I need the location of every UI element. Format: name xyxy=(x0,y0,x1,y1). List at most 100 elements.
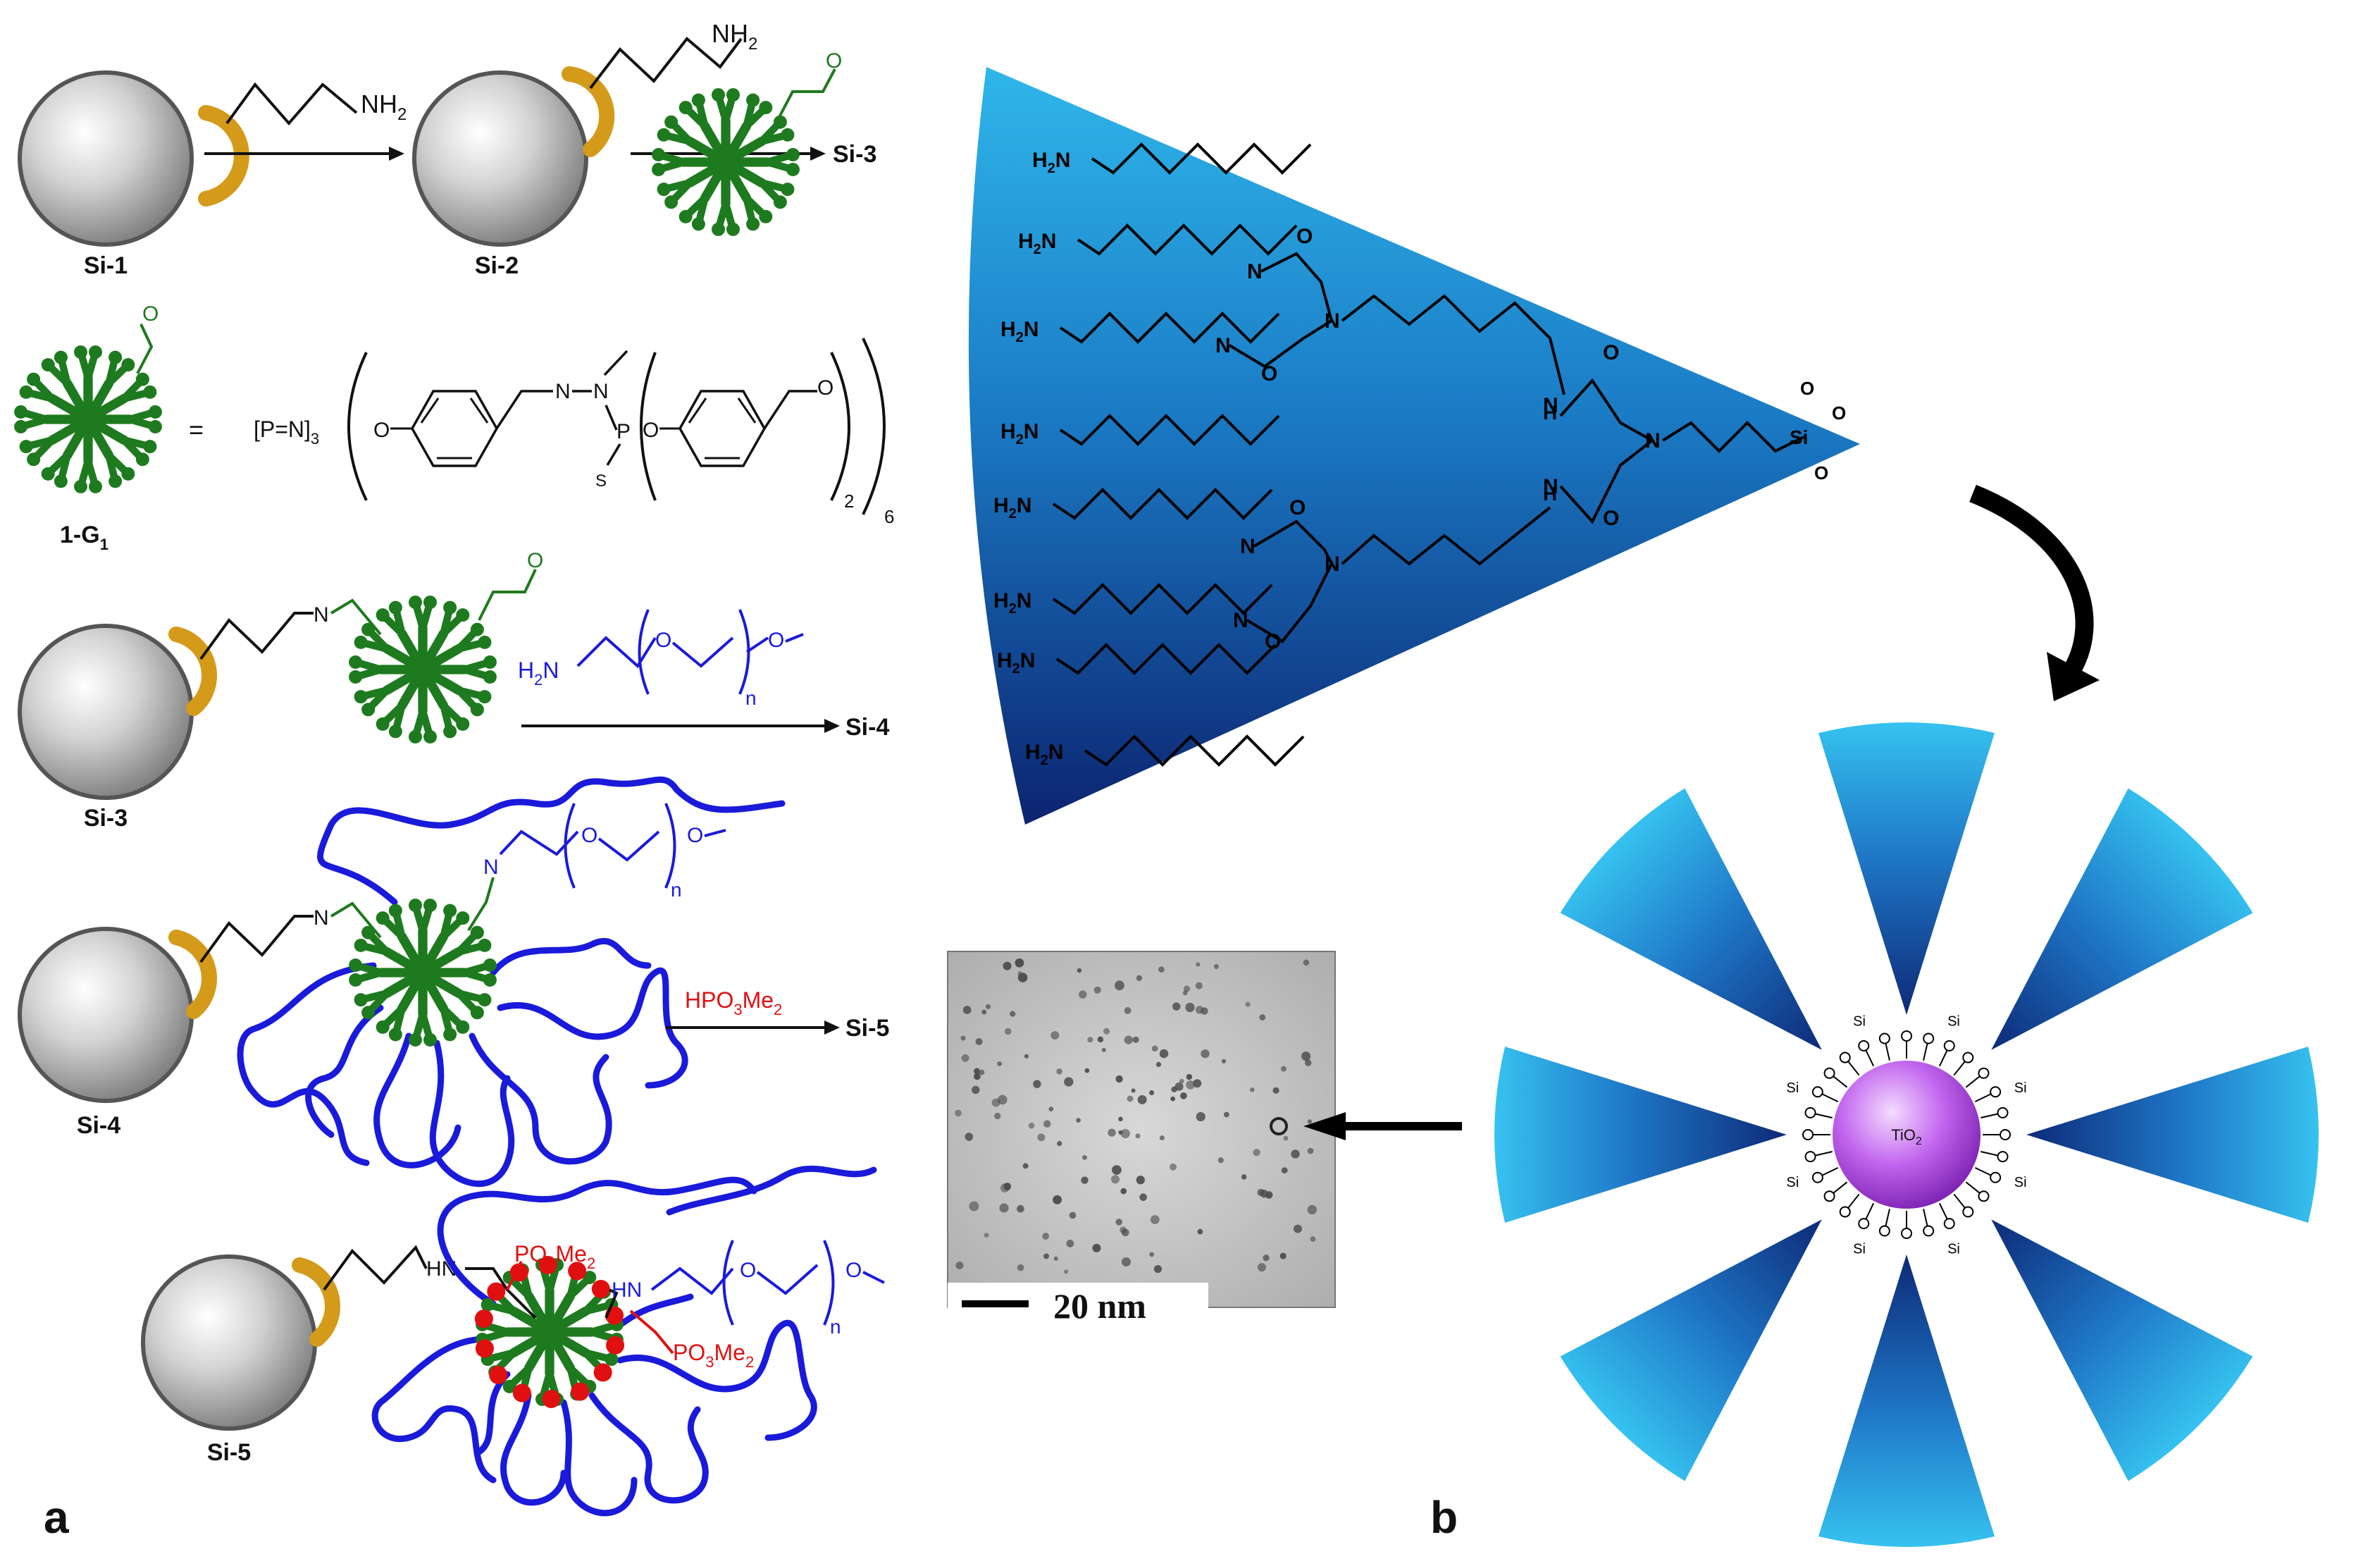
tem-particle xyxy=(1186,1073,1193,1080)
g1-n1: N xyxy=(555,380,571,403)
tem-particle xyxy=(1259,1014,1266,1021)
tem-particle xyxy=(1017,971,1023,976)
tem-particle xyxy=(1217,1157,1224,1164)
tem-particle xyxy=(961,1054,969,1062)
dendrimer-tip xyxy=(148,405,162,419)
dendrimer-tip xyxy=(27,452,41,467)
tem-particle xyxy=(1263,1254,1270,1262)
tem-particle xyxy=(1307,1147,1314,1154)
g1-o3: O xyxy=(817,376,833,400)
o-atom-ring xyxy=(1997,1151,2009,1163)
panel-a: Si-1 NH2 NH2 Si-2 Si-3 O xyxy=(14,19,894,1543)
tem-particle xyxy=(999,1203,1009,1213)
tem-particle xyxy=(1124,1035,1133,1044)
dendrimer-tip xyxy=(583,1271,597,1285)
peg-n: n xyxy=(745,687,757,709)
panel-label-b: b xyxy=(1430,1492,1458,1543)
dendrimer-tip xyxy=(121,467,135,481)
dendrimer-tip xyxy=(73,479,87,493)
tem-particle xyxy=(1010,1011,1016,1017)
dendrimer-tip xyxy=(456,717,470,731)
dendrimer-tip xyxy=(376,1020,390,1034)
dendrimer-icon-2 xyxy=(349,596,497,744)
curved-arrow xyxy=(1969,484,2100,701)
dendron-cone xyxy=(2026,1047,2319,1223)
dendrimer-tip xyxy=(652,147,666,161)
phosphonate-right: HN O n O PO3Me2 xyxy=(605,1240,885,1371)
tem-particle xyxy=(1120,1128,1130,1139)
tem-particle xyxy=(1043,1120,1051,1128)
o-atom-ring xyxy=(1811,1086,1823,1098)
tem-particle xyxy=(1149,1252,1154,1257)
h2n-label: H2N xyxy=(993,494,1031,522)
label-si-4: Si-4 xyxy=(77,1112,120,1139)
si-o-atom: O xyxy=(1800,378,1814,399)
tem-particle xyxy=(1127,1095,1134,1102)
tem-particle xyxy=(1185,1002,1195,1013)
dendrimer-tip xyxy=(361,622,376,636)
tem-particle xyxy=(1017,1264,1024,1271)
dendrimer-tip xyxy=(27,372,41,386)
o-atom-ring xyxy=(1858,1218,1870,1230)
tem-particle xyxy=(1135,1133,1141,1139)
dendrimer-tip xyxy=(408,899,422,913)
o-atom-ring xyxy=(1978,1190,1990,1202)
dendron-structure: H2NH2NH2NH2NH2NH2NH2NH2NNNNNNNNNNOOOOOOH… xyxy=(993,142,1846,768)
peg-amine-reagent: H2N O n O xyxy=(518,609,804,709)
dendrimer-tip xyxy=(678,209,693,223)
o-atom-ring xyxy=(1802,1129,1814,1140)
dendron-bond xyxy=(1559,439,1654,524)
phosphonate-dot xyxy=(487,1282,506,1301)
dendrimer-tip xyxy=(376,608,390,622)
tem-particle xyxy=(1069,1212,1077,1219)
dendrimer-tip xyxy=(89,345,103,359)
tem-particle xyxy=(994,1112,1001,1120)
product-si-5: Si-5 xyxy=(845,1015,889,1042)
g1-s: S xyxy=(595,471,607,491)
h2n-label: H2N xyxy=(1000,318,1039,345)
o-atom-ring xyxy=(1839,1052,1851,1063)
si5-hn-2: HN xyxy=(612,1278,642,1302)
dendrimer-tip xyxy=(408,729,422,744)
tem-particle xyxy=(1170,1096,1175,1102)
o-atom-ring xyxy=(1839,1206,1851,1218)
dendrimer-tip xyxy=(354,690,368,704)
dendrimer-tip xyxy=(456,1020,470,1034)
label-si-3: Si-3 xyxy=(84,805,128,832)
tem-particle xyxy=(969,1201,979,1212)
dendrimer-tip xyxy=(483,958,497,972)
tem-particle xyxy=(1132,1036,1139,1043)
o-atom-ring xyxy=(1978,1067,1990,1079)
dendrimer-tip xyxy=(746,93,760,107)
o-atom-ring xyxy=(1962,1052,1974,1063)
arrow-1 xyxy=(204,147,404,161)
dendrimer-tip xyxy=(388,725,402,739)
dendrimer-tip xyxy=(41,358,55,372)
o-atom-ring xyxy=(1823,1067,1835,1079)
tem-particle xyxy=(1015,958,1024,968)
dendrimer-branch xyxy=(418,643,464,674)
dendrimer-tip xyxy=(408,1032,422,1047)
alkyl-chain xyxy=(1091,142,1312,175)
label-1-g1: 1-G1 xyxy=(60,522,109,553)
dendrimer-tip xyxy=(691,217,705,231)
o-atom-ring xyxy=(1804,1106,1816,1118)
dendrimer-tip xyxy=(711,222,725,236)
dendrimer-tip xyxy=(678,101,693,115)
aldehyde-g1: O xyxy=(136,302,159,374)
si-linker-label: Si xyxy=(1947,1242,1960,1257)
dendrimer-tip xyxy=(354,635,368,649)
dendrimer-tip xyxy=(657,183,671,197)
g1-n2: N xyxy=(593,380,609,403)
tem-particle xyxy=(974,1068,980,1075)
tem-nanoparticle-dots xyxy=(955,958,1318,1274)
dendrimer-tip xyxy=(109,474,123,488)
dendrimer-tip xyxy=(443,1028,457,1042)
dendrimer-tip xyxy=(786,163,800,177)
tem-particle xyxy=(1260,1190,1269,1198)
h-atom: H xyxy=(1543,483,1557,505)
tem-particle xyxy=(1028,1122,1035,1129)
dendrimer-tip xyxy=(657,128,671,142)
phosphonate-dots xyxy=(474,1256,625,1408)
dendron-cone xyxy=(1494,1047,1787,1223)
